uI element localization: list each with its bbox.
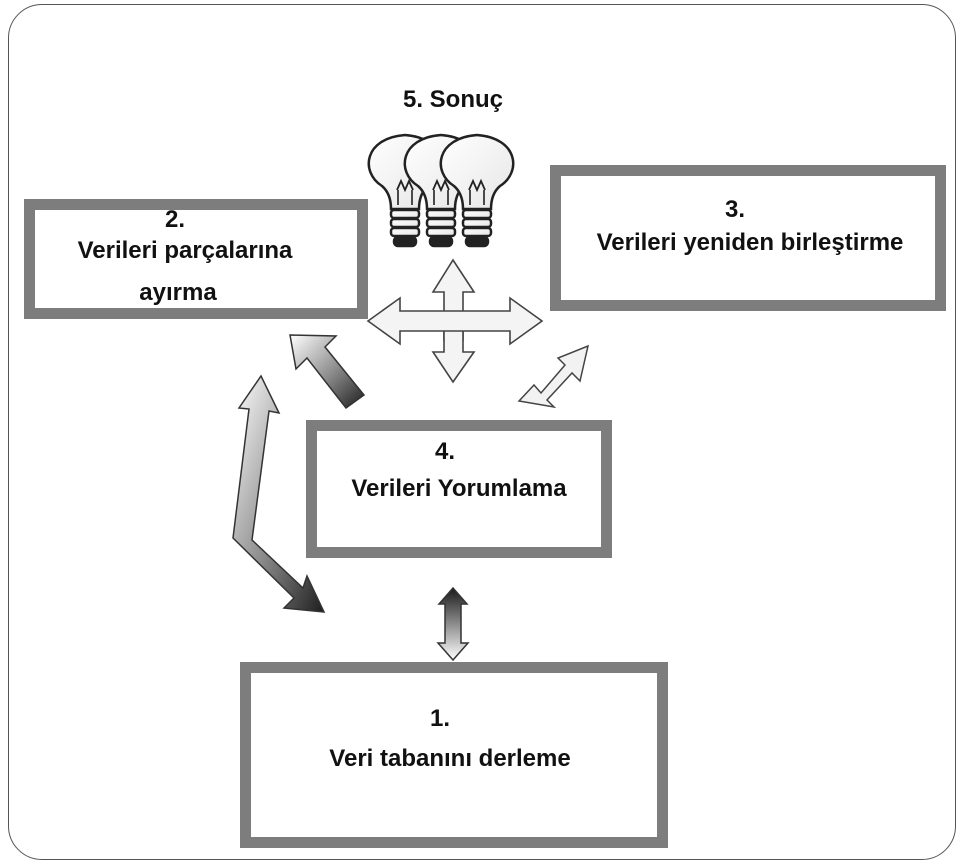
lightbulb-icon xyxy=(367,133,515,248)
arrow-step4-step2 xyxy=(289,334,366,410)
step4-box xyxy=(306,420,612,558)
diagram-frame xyxy=(8,4,956,860)
step2-line2: ayırma xyxy=(139,279,217,306)
step3-label: Verileri yeniden birleştirme xyxy=(596,229,904,256)
step2-number: 2. xyxy=(164,206,185,233)
arrow-step1-step4 xyxy=(436,586,470,662)
step1-label: Veri tabanını derleme xyxy=(329,745,571,772)
step1-number: 1. xyxy=(429,705,450,732)
step4-number: 4. xyxy=(434,438,455,465)
arrow-step2-step1 xyxy=(232,374,326,613)
step2-line1: Verileri parçalarına xyxy=(77,237,293,264)
cross-arrow xyxy=(366,258,544,384)
step2-box xyxy=(24,199,368,319)
step5-title: 5. Sonuç xyxy=(402,86,504,113)
arrow-step3-step4 xyxy=(517,344,590,409)
step3-box xyxy=(550,165,946,311)
step3-number: 3. xyxy=(724,196,745,223)
step4-label: Verileri Yorumlama xyxy=(351,475,567,502)
step1-box xyxy=(240,662,668,848)
